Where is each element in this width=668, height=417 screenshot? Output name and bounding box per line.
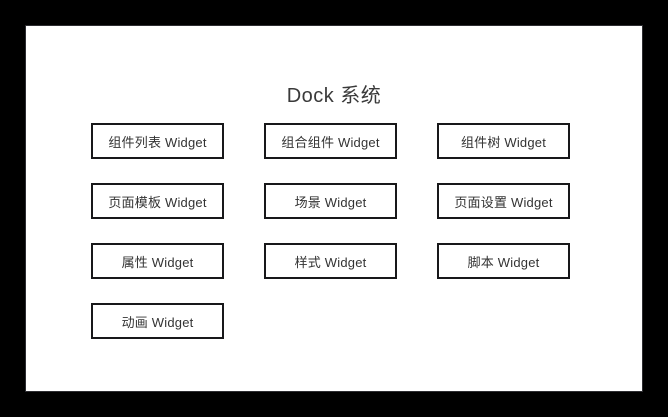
widget-cell: 样式 Widget	[264, 243, 397, 279]
widget-page-template[interactable]: 页面模板 Widget	[91, 183, 224, 219]
widget-style[interactable]: 样式 Widget	[264, 243, 397, 279]
widget-row: 动画 Widget	[91, 303, 579, 363]
widget-grid: 组件列表 Widget 组合组件 Widget 组件树 Widget 页面模板 …	[91, 123, 579, 363]
widget-cell: 脚本 Widget	[437, 243, 570, 279]
widget-cell: 属性 Widget	[91, 243, 224, 279]
widget-animation[interactable]: 动画 Widget	[91, 303, 224, 339]
dock-system-panel: Dock 系统 组件列表 Widget 组合组件 Widget 组件树 Widg…	[25, 25, 643, 392]
widget-script[interactable]: 脚本 Widget	[437, 243, 570, 279]
widget-row: 页面模板 Widget 场景 Widget 页面设置 Widget	[91, 183, 579, 243]
widget-cell: 组合组件 Widget	[264, 123, 397, 159]
widget-cell: 页面模板 Widget	[91, 183, 224, 219]
widget-row: 属性 Widget 样式 Widget 脚本 Widget	[91, 243, 579, 303]
widget-cell: 组件列表 Widget	[91, 123, 224, 159]
widget-page-settings[interactable]: 页面设置 Widget	[437, 183, 570, 219]
page-title: Dock 系统	[286, 85, 382, 107]
widget-cell: 动画 Widget	[91, 303, 224, 339]
widget-composite-component[interactable]: 组合组件 Widget	[264, 123, 397, 159]
widget-cell: 场景 Widget	[264, 183, 397, 219]
widget-component-list[interactable]: 组件列表 Widget	[91, 123, 224, 159]
widget-component-tree[interactable]: 组件树 Widget	[437, 123, 570, 159]
widget-cell: 组件树 Widget	[437, 123, 570, 159]
widget-scene[interactable]: 场景 Widget	[264, 183, 397, 219]
widget-row: 组件列表 Widget 组合组件 Widget 组件树 Widget	[91, 123, 579, 183]
widget-cell: 页面设置 Widget	[437, 183, 570, 219]
widget-property[interactable]: 属性 Widget	[91, 243, 224, 279]
